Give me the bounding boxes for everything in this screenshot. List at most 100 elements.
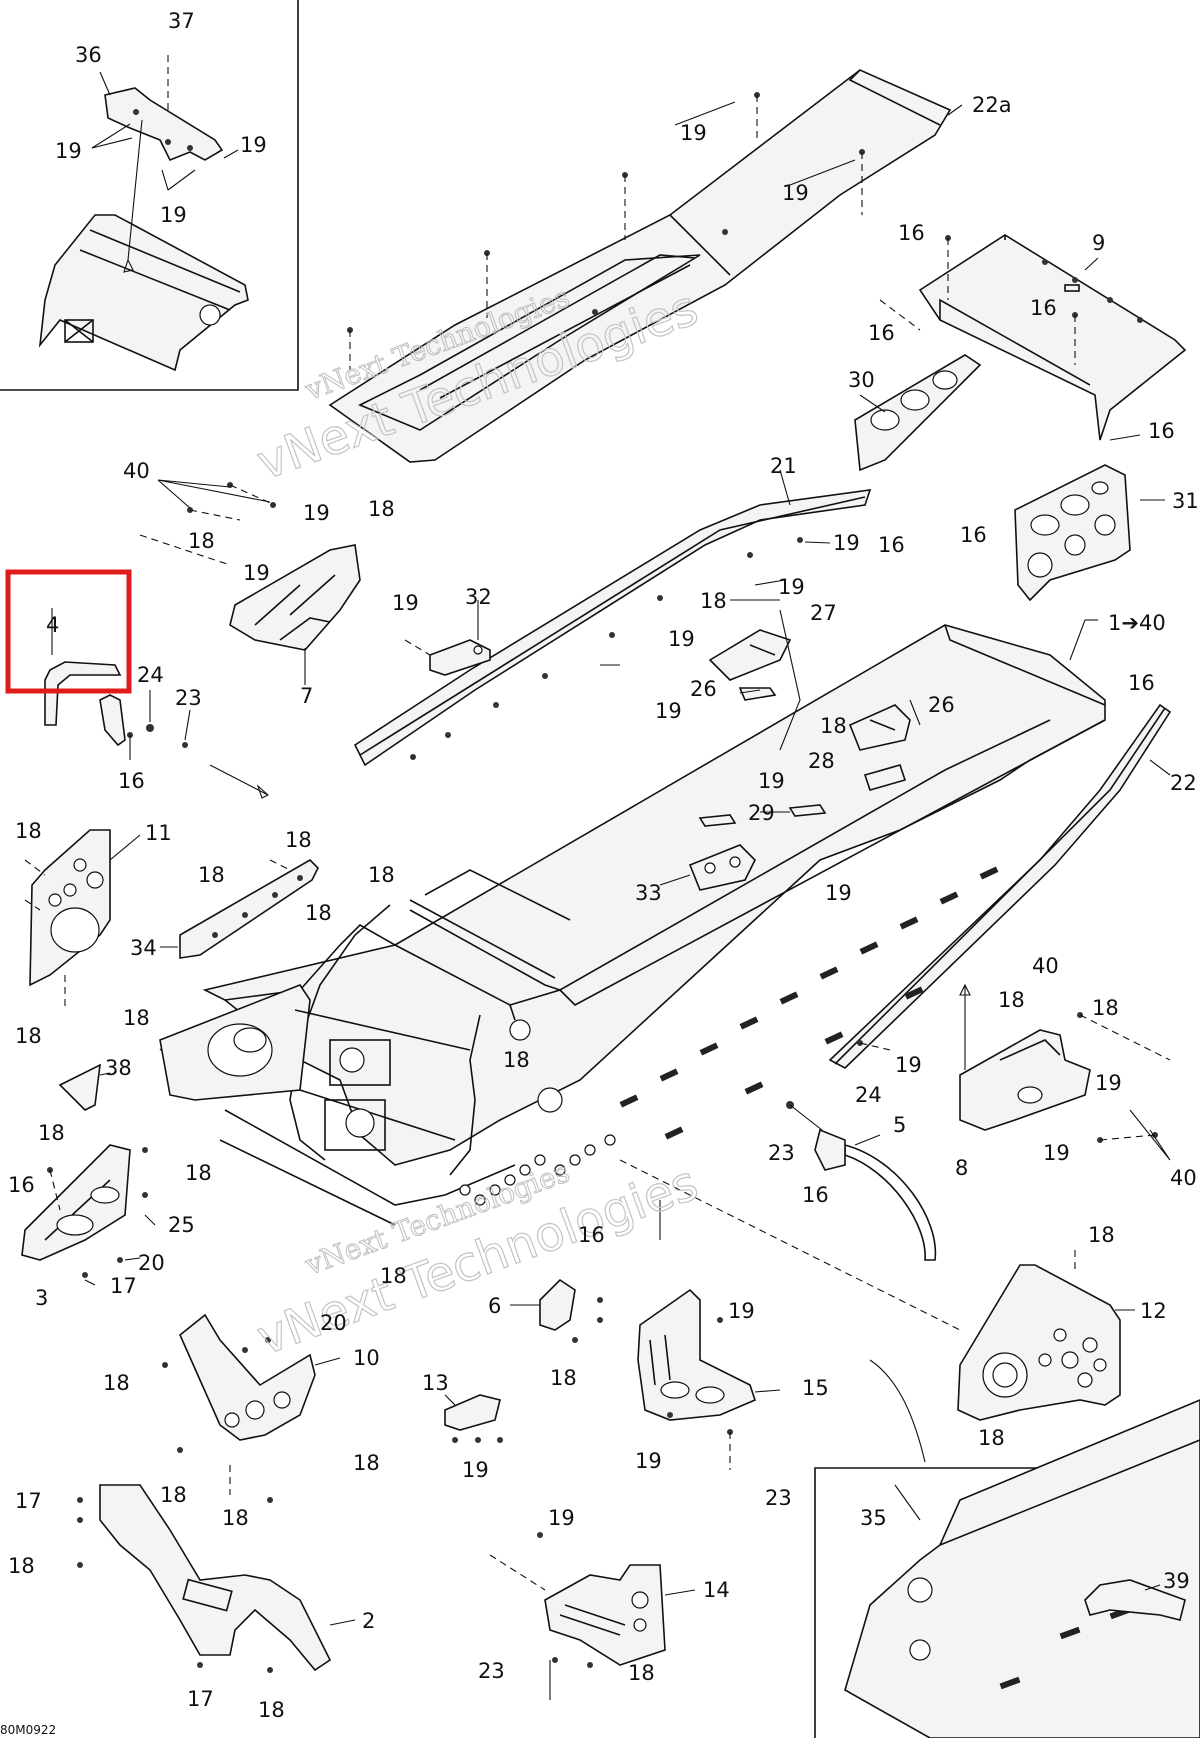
callout-16: 16 [8,1173,35,1197]
callout-18: 18 [185,1161,212,1185]
rail-2 [77,1484,356,1673]
callout-32: 32 [465,585,492,609]
callout-18: 18 [15,1024,42,1048]
bracket-6 [510,1278,603,1343]
callout-18: 18 [305,901,332,925]
bracket-38 [58,1063,111,1111]
callout-21: 21 [770,454,797,478]
callout-19: 19 [758,769,785,793]
callout-18: 18 [8,1554,35,1578]
hose-5 [786,1101,937,1261]
callout-23: 23 [765,1486,792,1510]
callout-11: 11 [145,821,172,845]
callout-16: 16 [1030,296,1057,320]
callout-19: 19 [728,1299,755,1323]
callout-24: 24 [137,663,164,687]
footrest-15 [637,1200,781,1470]
callout-22: 22 [1170,771,1197,795]
callout-4: 4 [46,613,59,637]
callout-27: 27 [810,601,837,625]
callout-16: 16 [878,533,905,557]
callout-18: 18 [503,1048,530,1072]
callout-18: 18 [38,1121,65,1145]
callout-18: 18 [222,1506,249,1530]
rail-22 [828,703,1172,1069]
callout-19: 19 [668,627,695,651]
bracket-10 [162,1313,341,1503]
callout-33: 33 [635,881,662,905]
callout-20: 20 [138,1251,165,1275]
part-4-bracket [5,569,269,799]
rail-21 [353,469,872,767]
callouts: 37 3 6 19 19 19 22a 19 19 16 9 16 16 30 1… [8,9,1199,1722]
callout-18: 18 [550,1366,577,1390]
callout-26: 26 [928,693,955,717]
callout-14: 14 [703,1578,730,1602]
callout-19: 19 [548,1506,575,1530]
highlight-box [5,569,132,694]
callout-19: 19 [243,561,270,585]
callout-19: 19 [782,181,809,205]
callout-6: 6 [488,1294,501,1318]
callout-18: 18 [1092,996,1119,1020]
callout-23: 23 [175,686,202,710]
callout-18: 18 [998,988,1025,1012]
callout-16: 16 [868,321,895,345]
callout-40: 40 [123,459,150,483]
bracket-3 [21,1144,156,1286]
callout-24: 24 [855,1083,882,1107]
callout-2: 2 [362,1609,375,1633]
callout-18: 18 [628,1661,655,1685]
bracket-30 [854,354,982,472]
callout-18: 18 [1088,1223,1115,1247]
callout-19: 19 [462,1458,489,1482]
plate-12 [619,1159,1135,1421]
callout-22a: 22a [972,93,1012,117]
callout-18: 18 [978,1426,1005,1450]
callout-26: 26 [690,677,717,701]
callout-19: 19 [160,203,187,227]
callout-16: 16 [1148,419,1175,443]
callout-18: 18 [103,1371,130,1395]
callout-9: 9 [1092,231,1105,255]
callout-18: 18 [188,529,215,553]
callout-19: 19 [1043,1141,1070,1165]
callout-18: 18 [353,1451,380,1475]
callout-3: 3 [35,1286,48,1310]
callout-19: 19 [55,139,82,163]
rear-cover-part [38,214,249,372]
callout-31: 31 [1172,489,1199,513]
callout-16: 16 [898,221,925,245]
callout-19: 19 [778,575,805,599]
callout-7: 7 [300,684,313,708]
cover-9 [879,234,1187,441]
callout-18: 18 [368,863,395,887]
drawing-code: 80M0922 [0,1723,56,1737]
bracket-31 [1014,464,1165,602]
rail-34 [160,859,319,959]
callout-16: 16 [118,769,145,793]
callout-19: 19 [1095,1071,1122,1095]
callout-15: 15 [802,1376,829,1400]
callout-8: 8 [955,1156,968,1180]
callout-19: 19 [635,1449,662,1473]
callout-18: 18 [380,1264,407,1288]
callout-30: 30 [848,368,875,392]
callout-35: 35 [860,1506,887,1530]
callout-16: 16 [1128,671,1155,695]
callout-19: 19 [303,501,330,525]
inset-top-left [0,0,299,391]
callout-19: 19 [655,699,682,723]
callout-10: 10 [353,1346,380,1370]
callout-16: 16 [802,1183,829,1207]
callout-19: 19 [392,591,419,615]
footrest-14 [489,1532,696,1700]
callout-18: 18 [198,863,225,887]
callout-19: 19 [895,1053,922,1077]
callout-18: 18 [285,828,312,852]
bracket-32 [404,600,491,676]
callout-37: 37 [168,9,195,33]
callout-18: 18 [15,819,42,843]
callout-34: 34 [130,936,157,960]
